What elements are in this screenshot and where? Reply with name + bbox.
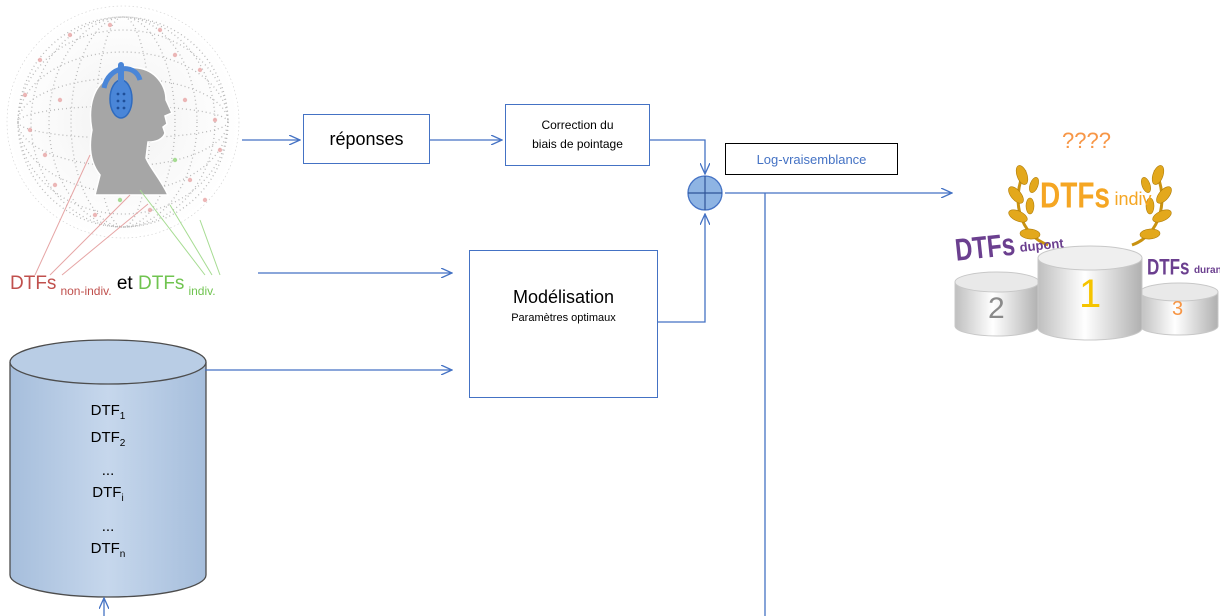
optimal-params-label: Paramètres optimaux	[511, 312, 616, 324]
modelisation-block: Modélisation Paramètres optimaux	[469, 250, 658, 398]
database-item: DTF1	[90, 402, 126, 422]
unknown-winner-label: ????	[1062, 128, 1111, 153]
modelisation-label: Modélisation	[512, 287, 615, 307]
database-item: DTF2	[90, 429, 126, 449]
dtf-indiv-label: DTFs	[138, 273, 185, 294]
correction-label-line2: biais de pointage	[532, 137, 623, 151]
pointing-bias-correction-block: Correction du biais de pointage	[505, 104, 650, 166]
database-item: DTFi	[92, 484, 124, 504]
rank-1-number: 1	[1079, 272, 1102, 316]
dtf-connector: et	[116, 273, 133, 294]
responses-label: réponses	[329, 128, 404, 149]
measurement-sphere-illustration	[6, 5, 240, 239]
first-place-label: DTFs indiv	[1040, 175, 1152, 216]
rank-2-number: 2	[988, 292, 1005, 325]
log-likelihood-box: Log-vraisemblance	[725, 143, 898, 175]
sum-junction	[687, 175, 723, 211]
third-place-label: DTFs durand	[1147, 255, 1220, 280]
responses-block: réponses	[303, 114, 430, 164]
dtf-nonindiv-label: DTFs	[10, 273, 57, 294]
database-item: ...	[101, 462, 115, 479]
log-likelihood-label: Log-vraisemblance	[756, 151, 867, 167]
flow-lines	[104, 140, 952, 616]
dtf-indiv-sub: indiv.	[188, 284, 216, 298]
database-item: ...	[101, 518, 115, 535]
database-item: DTFn	[90, 540, 126, 560]
correction-label-line1: Correction du	[541, 118, 614, 132]
dtf-origin-lines	[34, 154, 221, 276]
dtf-database-cylinder	[9, 339, 207, 598]
rank-3-number: 3	[1172, 298, 1184, 320]
dtf-nonindiv-sub: non-indiv.	[60, 284, 112, 298]
ranking-podium	[954, 165, 1219, 341]
